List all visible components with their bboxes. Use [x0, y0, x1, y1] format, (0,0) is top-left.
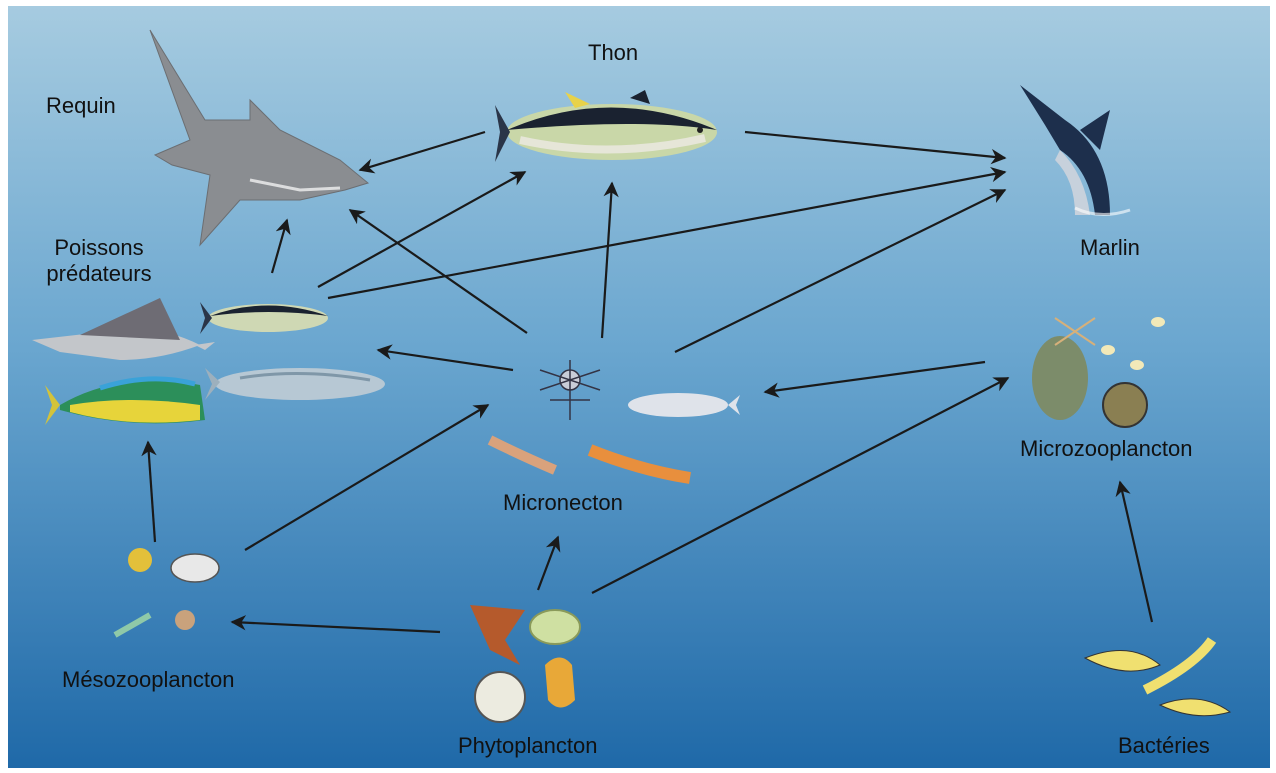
label-poissons-line2: prédateurs	[34, 261, 164, 287]
label-poissons-line1: Poissons	[34, 235, 164, 261]
label-phytoplancton: Phytoplancton	[458, 733, 597, 759]
label-requin: Requin	[46, 93, 116, 119]
label-mesozooplancton: Mésozooplancton	[62, 667, 234, 693]
label-bacteries: Bactéries	[1118, 733, 1210, 759]
label-microzooplancton: Microzooplancton	[1020, 436, 1192, 462]
label-micronecton: Micronecton	[503, 490, 623, 516]
label-thon: Thon	[588, 40, 638, 66]
label-marlin: Marlin	[1080, 235, 1140, 261]
label-poissons-predateurs: Poissons prédateurs	[34, 235, 164, 287]
